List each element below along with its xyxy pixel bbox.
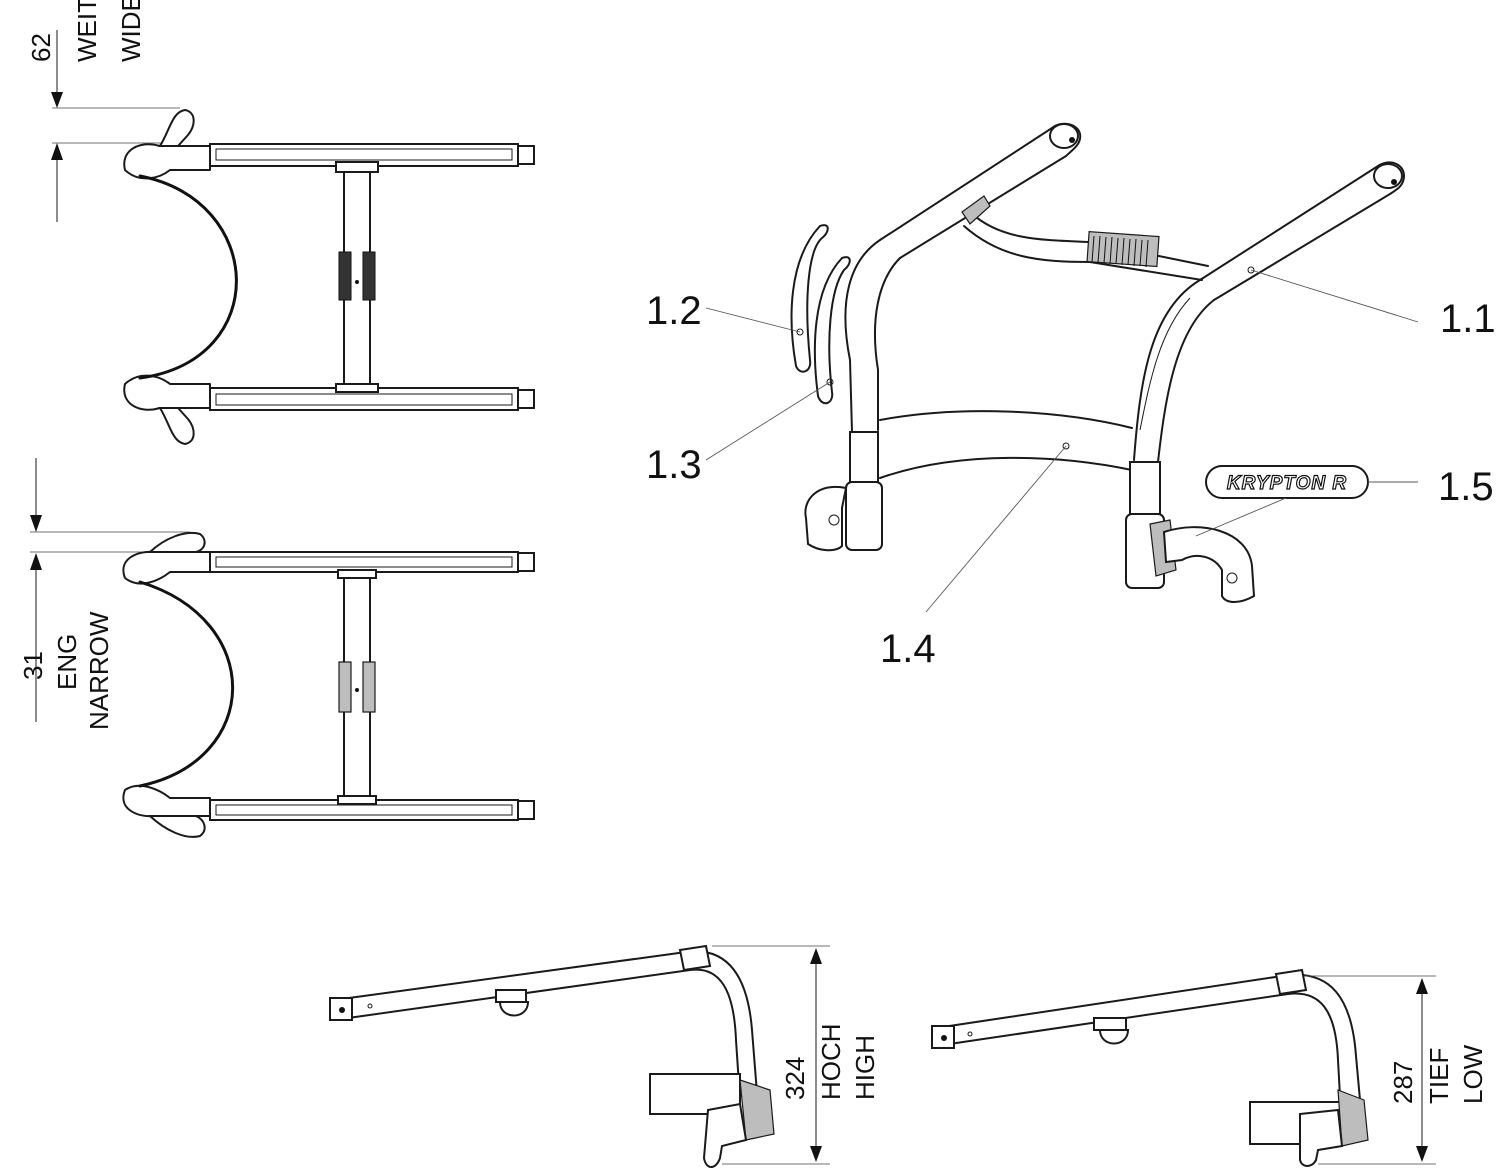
dim-low-de: TIEF [1424, 1048, 1454, 1104]
dim-narrow-value: 31 [18, 651, 48, 680]
dim-wide-en: WIDE [116, 0, 146, 62]
dim-narrow-en: NARROW [84, 611, 114, 730]
top-view-wide: 62 WEIT WIDE [26, 0, 535, 446]
label-1-1: 1.1 [1440, 297, 1496, 341]
top-view-narrow: 31 ENG NARROW [18, 458, 535, 838]
dim-high-de: HOCH [816, 1023, 846, 1100]
dim-narrow-de: ENG [52, 634, 82, 690]
dim-high-en: HIGH [850, 1035, 880, 1100]
label-1-4: 1.4 [880, 627, 936, 671]
isometric-view: KRYPTON R 1.2 1.3 1.4 1.5 1.1 [646, 122, 1496, 671]
side-view-low: 287 TIEF LOW [931, 968, 1488, 1167]
label-1-2: 1.2 [646, 289, 702, 333]
dim-wide-de: WEIT [72, 0, 102, 62]
label-1-3: 1.3 [646, 443, 702, 487]
side-view-high: 324 HOCH HIGH [329, 944, 880, 1168]
label-1-5: 1.5 [1438, 465, 1494, 509]
dim-wide-value: 62 [26, 33, 56, 62]
dim-low-value: 287 [1388, 1061, 1418, 1104]
krypton-logo: KRYPTON R [1227, 473, 1347, 494]
dim-high-value: 324 [780, 1057, 810, 1100]
dim-low-en: LOW [1458, 1044, 1488, 1104]
